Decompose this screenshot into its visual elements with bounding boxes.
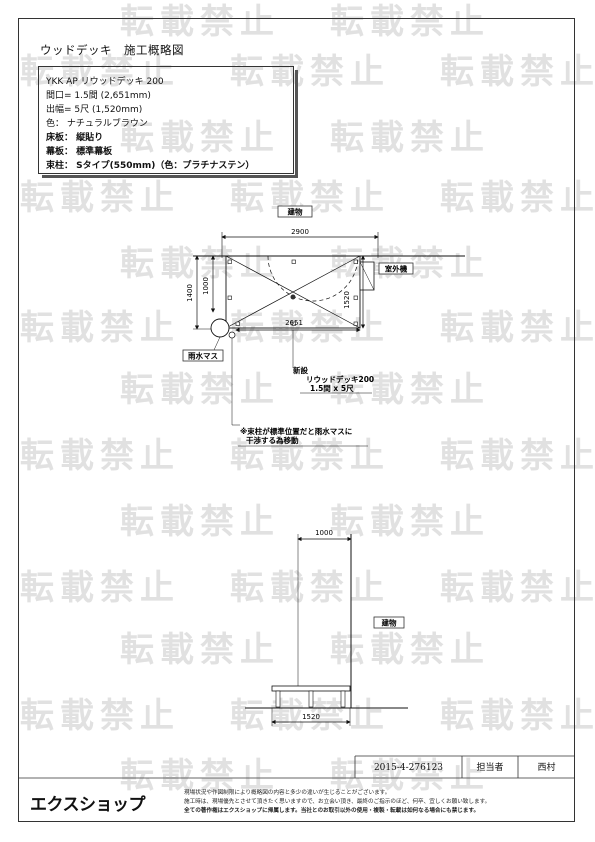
elev-deck-floor bbox=[271, 685, 351, 692]
elev-building-label: 建物 bbox=[381, 618, 397, 628]
spec-fascia: 幕板： 標準幕板 bbox=[46, 147, 113, 157]
note-line-1: ※束柱が標準位置だと雨水マスに bbox=[240, 426, 352, 436]
spec-floorboard: 床板： 縦貼り bbox=[46, 133, 104, 143]
spec-post: 束柱： Sタイプ(550mm)（色：プラチナステン） bbox=[46, 161, 255, 171]
new-deck-label-3: 1.5間 x 5尺 bbox=[310, 384, 354, 393]
footer-note-2: 施工時は、現場優先とさせて頂きたく思いますので、お立会い頂き、最終のご指示のほど… bbox=[184, 799, 491, 805]
dim-depth-inner: 1000 bbox=[202, 277, 210, 295]
page-frame bbox=[18, 18, 575, 822]
dim-total-width: 2900 bbox=[291, 228, 309, 236]
spec-product: YKK AP リウッドデッキ 200 bbox=[46, 77, 164, 87]
rain-basin-label: 雨水マス bbox=[188, 351, 218, 361]
spec-color: 色： ナチュラルブラウン bbox=[46, 119, 148, 129]
note-line-2: 干渉する為移動 bbox=[246, 435, 299, 445]
person-name: 西村 bbox=[537, 763, 556, 773]
new-deck-label-1: 新設 bbox=[293, 365, 308, 375]
outdoor-unit-label-box bbox=[378, 262, 414, 275]
elev-post bbox=[308, 690, 314, 708]
deck-diagonal bbox=[225, 255, 361, 329]
dim-elev-bottom: 1520 bbox=[302, 713, 320, 721]
elev-post bbox=[340, 690, 346, 708]
plan-building-label-box bbox=[277, 205, 313, 218]
title-block bbox=[18, 755, 575, 779]
door-swing-arc bbox=[267, 255, 359, 302]
dim-depth-outer: 1400 bbox=[186, 284, 194, 302]
elev-building-label-box bbox=[373, 616, 405, 629]
elevation-view: 1000 建物 1520 bbox=[245, 529, 408, 726]
footer-note-1: 現場状況や作図制限により概略図の内容と多少の違いが生じることがございます。 bbox=[184, 790, 391, 796]
moved-post-marker bbox=[228, 331, 236, 339]
rain-basin bbox=[210, 318, 230, 338]
dim-elev-top: 1000 bbox=[315, 529, 333, 537]
rain-basin-label-box bbox=[182, 349, 224, 362]
outdoor-unit-label: 室外機 bbox=[385, 264, 408, 274]
footer-note-3: 全ての著作権はエクスショップに帰属します。当社とのお取引以外の使用・複製・転載は… bbox=[184, 808, 480, 814]
dim-deck-depth: 1520 bbox=[343, 291, 351, 309]
elev-post bbox=[275, 690, 281, 708]
company-logo: エクスショップ bbox=[30, 795, 146, 815]
plan-building-label: 建物 bbox=[287, 207, 303, 217]
drawing-number: 2015-4-276123 bbox=[373, 763, 444, 773]
deck-posts bbox=[227, 259, 358, 326]
plan-view: 建物 2900 室外機 bbox=[182, 205, 465, 447]
leader-line bbox=[213, 336, 221, 351]
spec-depth: 出幅= 5尺 (1,520mm) bbox=[46, 105, 143, 115]
deck-center-point bbox=[290, 294, 296, 300]
person-label: 担当者 bbox=[476, 763, 504, 773]
spec-width: 間口= 1.5間 (2,651mm) bbox=[46, 91, 151, 101]
new-deck-label-2: リウッドデッキ200 bbox=[306, 374, 374, 384]
dim-deck-width: 2651 bbox=[285, 319, 303, 327]
page-title: ウッドデッキ 施工概略図 bbox=[40, 43, 184, 57]
